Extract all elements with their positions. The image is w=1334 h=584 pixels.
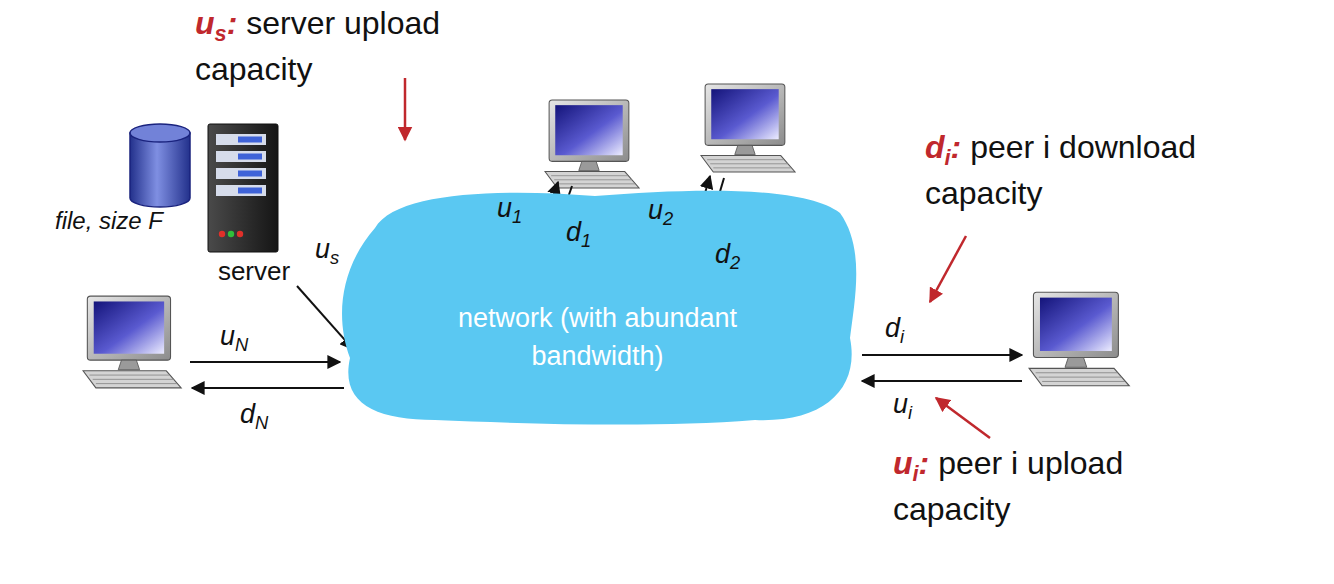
- drive-light: [238, 154, 262, 160]
- symbol-base: u: [893, 389, 908, 419]
- symbol-base: u: [497, 193, 512, 223]
- callout-pointer: [404, 78, 407, 140]
- capacity-label: us: [315, 233, 339, 265]
- callout-text: di: peer i download capacity: [925, 124, 1305, 216]
- node-text: server: [205, 256, 303, 286]
- capacity-label: d1: [566, 216, 591, 248]
- symbol-subscript: N: [255, 412, 268, 433]
- callout-description: peer i download capacity: [925, 129, 1196, 211]
- symbol-subscript: s: [215, 21, 227, 46]
- capacity-label: ui: [893, 388, 912, 420]
- symbol-base: u: [220, 321, 235, 351]
- node-text: file, size F: [55, 206, 211, 236]
- download-arrow: [192, 387, 344, 389]
- symbol-base: u: [893, 445, 913, 481]
- status-led: [228, 231, 234, 237]
- drive-bay: [216, 151, 266, 162]
- capacity-label: u2: [648, 194, 673, 226]
- status-led: [237, 231, 243, 237]
- capacity-label: u1: [497, 192, 522, 224]
- drive-bay: [216, 134, 266, 145]
- callout-symbol: di:: [925, 129, 961, 165]
- peer-computer: [83, 296, 181, 388]
- symbol-base: d: [715, 239, 730, 269]
- symbol-subscript: s: [330, 246, 339, 267]
- file-node: file, size F: [55, 206, 211, 240]
- capacity-label: uN: [220, 320, 248, 352]
- peer-computer: [701, 84, 795, 172]
- download-arrow: [862, 354, 1022, 356]
- server-case: [208, 124, 278, 252]
- callout-colon: :: [227, 5, 238, 41]
- drive-bay: [216, 185, 266, 196]
- symbol-base: u: [315, 234, 330, 264]
- cloud-shape: [342, 191, 856, 425]
- symbol-subscript: 2: [663, 208, 673, 229]
- symbol-subscript: i: [945, 145, 951, 170]
- callout-pointer: [936, 398, 990, 438]
- callout-text: ui: peer i upload capacity: [893, 440, 1213, 532]
- symbol-base: u: [648, 195, 663, 225]
- symbol-subscript: 2: [730, 252, 740, 273]
- callout-colon: :: [951, 129, 962, 165]
- symbol-base: d: [240, 399, 255, 429]
- capacity-label: d2: [715, 238, 740, 270]
- drive-bay: [216, 168, 266, 179]
- symbol-subscript: i: [900, 326, 904, 347]
- server-node: server: [205, 120, 303, 286]
- database-body: [130, 133, 190, 207]
- server-icon: [208, 124, 278, 252]
- symbol-subscript: i: [908, 402, 912, 423]
- status-led: [219, 231, 225, 237]
- symbol-base: d: [566, 217, 581, 247]
- node-text: network (with abundant bandwidth): [433, 299, 763, 375]
- callout-symbol: us:: [195, 5, 237, 41]
- symbol-subscript: i: [913, 461, 919, 486]
- symbol-base: d: [885, 313, 900, 343]
- callout-pointer: [930, 236, 966, 302]
- capacity-label: di: [885, 312, 904, 344]
- peer-computer: [1029, 292, 1129, 386]
- callout-symbol: ui:: [893, 445, 929, 481]
- callout-colon: :: [919, 445, 930, 481]
- upload-arrow: [190, 361, 340, 363]
- symbol-base: d: [925, 129, 945, 165]
- cloud-text-holder: network (with abundant bandwidth): [335, 188, 860, 425]
- symbol-subscript: 1: [512, 206, 522, 227]
- symbol-subscript: N: [235, 334, 248, 355]
- drive-light: [238, 171, 262, 177]
- drive-light: [238, 137, 262, 143]
- database-icon: [130, 124, 190, 207]
- database-top: [130, 124, 190, 142]
- callout-text: us: server upload capacity: [195, 0, 525, 92]
- symbol-base: u: [195, 5, 215, 41]
- drive-light: [238, 188, 262, 194]
- symbol-subscript: 1: [581, 230, 591, 251]
- upload-arrow: [862, 380, 1022, 382]
- network-cloud: network (with abundant bandwidth): [335, 188, 860, 425]
- capacity-label: dN: [240, 398, 268, 430]
- peer-computer: [545, 100, 639, 188]
